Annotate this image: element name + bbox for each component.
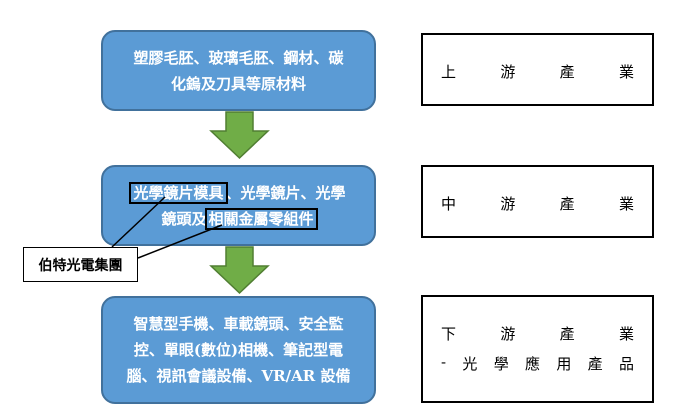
callout-line-2 [137,224,223,259]
downstream-text-line3: 腦、視訊會議設備、VR/AR 設備 [126,367,351,385]
label-char: 學 [493,355,509,373]
label-char: 光 [462,355,478,373]
label-char: 游 [500,195,516,213]
label-char: - [441,353,447,371]
label-upstream-industry: 上 游 產 業 [421,33,654,106]
label-char: 下 [441,325,457,343]
label-char: 品 [618,355,634,373]
upstream-materials-box: 塑膠毛胚、玻璃毛胚、鋼材、碳 化鎢及刀具等原材料 [101,30,376,111]
label-char: 產 [587,355,603,373]
downstream-text-line1: 智慧型手機、車載鏡頭、安全監 [133,315,344,333]
midstream-components-box: 光學鏡片模具、光學鏡片、光學 鏡頭及相關金屬零組件 [101,165,376,246]
downstream-text-line2: 控、單眼(數位)相機、筆記型電 [133,341,344,359]
upstream-text-line2: 化鎢及刀具等原材料 [170,74,306,93]
label-downstream-industry: 下 游 產 業 - 光 學 應 用 產 品 [421,295,654,403]
callout-bete-group: 伯特光電集團 [23,247,138,282]
label-char: 用 [556,355,572,373]
down-arrow-2 [209,246,270,295]
label-char: 產 [559,63,575,81]
label-char: 上 [441,63,457,81]
downstream-products-box: 智慧型手機、車載鏡頭、安全監 控、單眼(數位)相機、筆記型電 腦、視訊會議設備、… [101,296,376,404]
upstream-text-line1: 塑膠毛胚、玻璃毛胚、鋼材、碳 [133,48,344,67]
down-arrow-1 [209,111,270,160]
label-char: 中 [441,195,457,213]
highlight-metal-parts: 相關金屬零組件 [204,207,318,230]
label-char: 產 [559,195,575,213]
label-char: 業 [618,195,634,213]
callout-text: 伯特光電集團 [38,257,123,274]
label-char: 產 [559,325,575,343]
midstream-text-pre2: 鏡頭及 [161,209,207,228]
label-midstream-industry: 中 游 產 業 [421,165,654,238]
label-char: 應 [525,355,541,373]
callout-line-1 [111,196,166,248]
label-char: 游 [500,63,516,81]
label-char: 游 [500,325,516,343]
label-char: 業 [618,63,634,81]
label-char: 業 [618,325,634,343]
midstream-text-rest1: 、光學鏡片、光學 [225,183,346,202]
highlight-lens-mold: 光學鏡片模具 [129,181,228,204]
